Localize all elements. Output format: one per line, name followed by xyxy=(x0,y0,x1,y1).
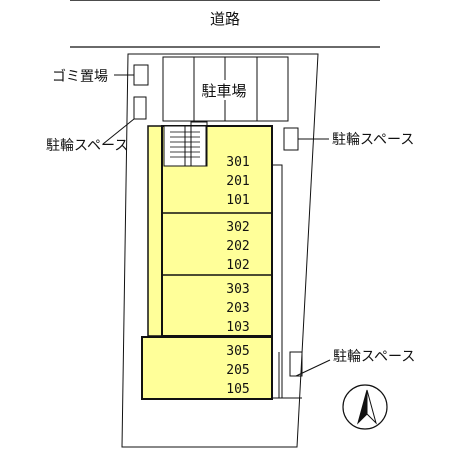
unit-3-line3: 103 xyxy=(226,320,249,335)
parking-label-bg xyxy=(198,80,250,100)
bike-west-leader xyxy=(102,118,135,145)
bike-space-southeast-label: 駐輪スペース xyxy=(333,348,415,365)
bike-southeast-enclosure xyxy=(278,352,302,399)
garbage-label: ゴミ置場 xyxy=(52,68,108,85)
bike-space-west xyxy=(133,96,147,120)
unit-1-line2: 201 xyxy=(226,174,249,189)
staircase xyxy=(163,121,208,167)
unit-4-line3: 105 xyxy=(226,382,249,397)
building-corridor xyxy=(147,125,163,337)
unit-2-line1: 302 xyxy=(226,220,249,235)
east-walkway xyxy=(271,164,283,399)
unit-2-line2: 202 xyxy=(226,239,249,254)
building: 301 201 101 302 202 102 303 203 103 305 … xyxy=(141,121,273,400)
unit-3-line2: 203 xyxy=(226,301,249,316)
bike-space-east-label: 駐輪スペース xyxy=(332,131,414,148)
bike-space-west-label: 駐輪スペース xyxy=(46,137,128,154)
parking-label: 駐車場 xyxy=(201,82,246,100)
bike-space-east xyxy=(283,127,299,151)
unit-4-line2: 205 xyxy=(226,363,249,378)
unit-1-line3: 101 xyxy=(226,193,249,208)
bike-southeast-leader xyxy=(295,359,331,377)
stair-landing xyxy=(190,121,208,167)
garbage-area xyxy=(133,64,149,86)
unit-2-line3: 102 xyxy=(226,258,249,273)
north-arrow-icon xyxy=(342,384,388,430)
unit-1-line1: 301 xyxy=(226,155,249,170)
unit-4-line1: 305 xyxy=(226,344,249,359)
building-south-block xyxy=(141,336,273,400)
road-label: 道路 xyxy=(210,10,240,28)
site-boundary xyxy=(121,53,319,448)
bike-space-southeast xyxy=(289,351,303,377)
unit-3-line1: 303 xyxy=(226,282,249,297)
